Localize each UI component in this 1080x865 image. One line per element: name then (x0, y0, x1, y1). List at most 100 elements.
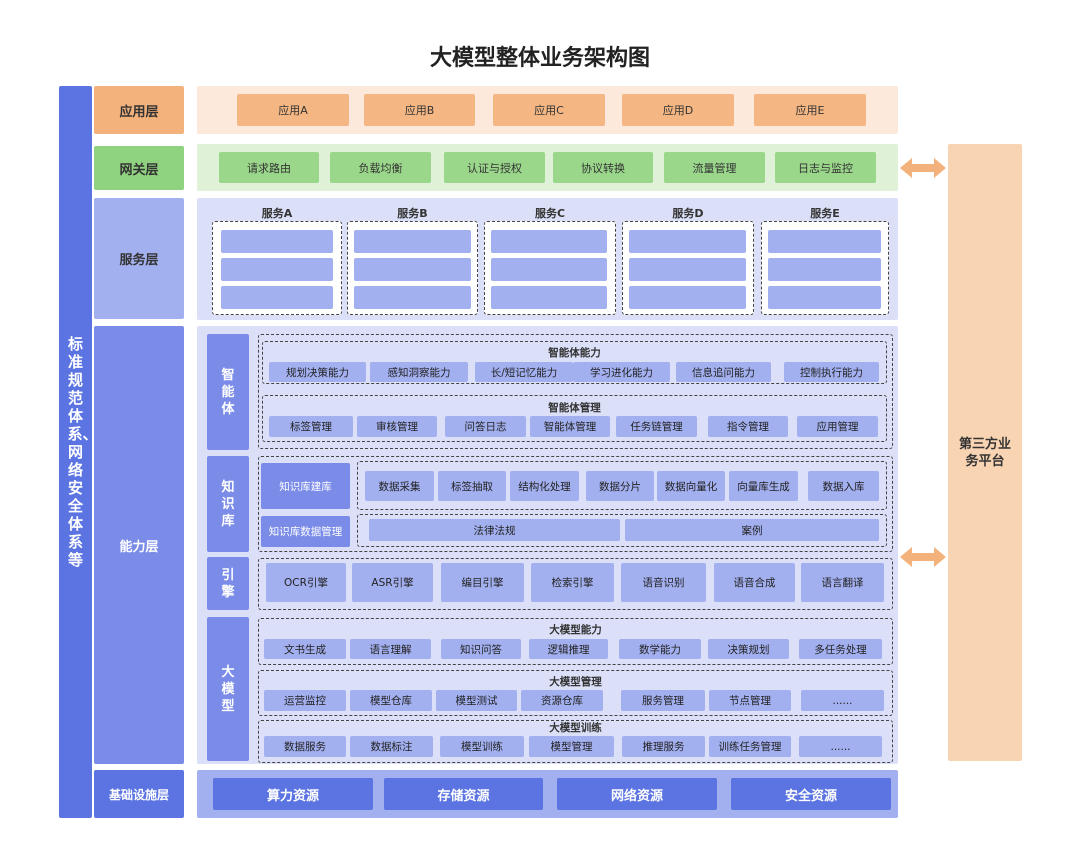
service-slot (491, 258, 607, 281)
service-title: 服务A (261, 207, 293, 220)
engine-item: 编目引擎 (441, 563, 524, 602)
service-group (761, 221, 889, 315)
service-slot (221, 286, 333, 309)
gateway-box: 协议转换 (553, 152, 653, 183)
agent-ability-item: 信息追问能力 (676, 362, 771, 382)
kb-build-group (357, 461, 887, 510)
infra-layer-label: 基础设施层 (94, 770, 184, 818)
service-slot (629, 230, 746, 253)
kb-build-item: 数据向量化 (657, 471, 725, 501)
service-slot (221, 258, 333, 281)
kb-build-item: 结构化处理 (510, 471, 579, 501)
llm-train-item: 模型管理 (529, 736, 614, 757)
llm-train-item: 训练任务管理 (709, 736, 791, 757)
service-slot (491, 230, 607, 253)
page-title: 大模型整体业务架构图 (429, 46, 650, 71)
app-box: 应用D (622, 94, 734, 126)
capability-third-party-arrow-icon (900, 547, 946, 567)
agent-ability-item: 感知洞察能力 (370, 362, 468, 382)
llm-mgmt-item: 节点管理 (709, 690, 791, 711)
agent-ability-item: 长/短记忆能力 (475, 362, 573, 382)
app-box: 应用E (754, 94, 866, 126)
agent-mgmt-title: 智能体管理 (548, 401, 601, 414)
gateway-layer-label: 网关层 (94, 146, 184, 190)
gateway-box: 认证与授权 (444, 152, 545, 183)
service-slot (629, 258, 746, 281)
service-group (622, 221, 754, 315)
kb-build-item: 数据分片 (586, 471, 654, 501)
kb-data-mgmt: 知识库数据管理 (261, 516, 350, 547)
kb-section (258, 456, 893, 552)
agent-mgmt-item: 任务链管理 (616, 416, 697, 437)
service-group (347, 221, 478, 315)
service-group (212, 221, 342, 315)
kb-data-item: 案例 (625, 519, 879, 541)
kb-label: 知识库 (207, 456, 249, 552)
agent-mgmt-group (262, 395, 887, 442)
app-box: 应用B (364, 94, 475, 126)
llm-mgmt-item: 服务管理 (621, 690, 705, 711)
llm-ability-title: 大模型能力 (549, 623, 602, 636)
app-layer-label: 应用层 (94, 86, 184, 134)
llm-ability-group (258, 618, 893, 665)
agent-section (258, 334, 893, 449)
llm-ability-item: 文书生成 (264, 639, 346, 659)
llm-train-item: 数据标注 (350, 736, 433, 757)
llm-train-group (258, 720, 893, 763)
llm-mgmt-item: 模型测试 (436, 690, 517, 711)
service-slot (768, 286, 881, 309)
service-slot (491, 286, 607, 309)
agent-ability-item: 控制执行能力 (784, 362, 879, 382)
llm-ability-item: 逻辑推理 (529, 639, 608, 659)
service-title: 服务B (397, 207, 428, 220)
service-slot (354, 286, 471, 309)
llm-mgmt-title: 大模型管理 (549, 675, 602, 688)
capability-layer-label: 能力层 (94, 326, 184, 764)
llm-ability-item: 决策规划 (708, 639, 789, 659)
llm-train-item: ...... (799, 736, 882, 757)
kb-build-item: 向量库生成 (729, 471, 798, 501)
agent-mgmt-item: 指令管理 (708, 416, 788, 437)
third-party-label: 第三方业务平台 (958, 436, 1011, 469)
llm-label: 大模型 (207, 617, 249, 761)
agent-mgmt-item: 审核管理 (357, 416, 437, 437)
agent-ability-group (262, 341, 887, 384)
engine-item: 语音合成 (714, 563, 795, 602)
agent-label: 智能体 (207, 334, 249, 450)
llm-ability-item: 语言理解 (350, 639, 431, 659)
llm-ability-item: 多任务处理 (799, 639, 882, 659)
service-slot (768, 230, 881, 253)
service-slot (354, 258, 471, 281)
engine-item: 检索引擎 (531, 563, 614, 602)
engine-item: ASR引擎 (352, 563, 433, 602)
agent-ability-item: 规划决策能力 (269, 362, 366, 382)
service-title: 服务E (810, 207, 840, 220)
service-slot (629, 286, 746, 309)
agent-mgmt-item: 智能体管理 (530, 416, 610, 437)
llm-train-item: 推理服务 (622, 736, 705, 757)
service-layer-label: 服务层 (94, 198, 184, 319)
agent-ability-item: 学习进化能力 (573, 362, 670, 382)
kb-build-item: 标签抽取 (438, 471, 506, 501)
service-group (484, 221, 616, 315)
llm-train-title: 大模型训练 (549, 722, 602, 734)
kb-build: 知识库建库 (261, 463, 350, 509)
kb-data-item: 法律法规 (369, 519, 620, 541)
service-title: 服务C (534, 207, 566, 220)
llm-train-item: 数据服务 (264, 736, 346, 757)
app-box: 应用A (237, 94, 349, 126)
infra-box: 安全资源 (731, 778, 891, 810)
engine-item: OCR引擎 (266, 563, 346, 602)
infra-box: 存储资源 (384, 778, 543, 810)
kb-data-group (357, 514, 887, 547)
engine-item: 语言翻译 (801, 563, 884, 602)
agent-mgmt-item: 应用管理 (797, 416, 878, 437)
infra-box: 网络资源 (557, 778, 717, 810)
engine-section (258, 558, 893, 610)
agent-mgmt-item: 问答日志 (445, 416, 526, 437)
llm-ability-item: 数学能力 (619, 639, 701, 659)
llm-mgmt-item: 模型仓库 (350, 690, 432, 711)
service-title: 服务D (672, 207, 704, 220)
llm-mgmt-item: ...... (801, 690, 884, 711)
llm-mgmt-item: 运营监控 (264, 690, 346, 711)
